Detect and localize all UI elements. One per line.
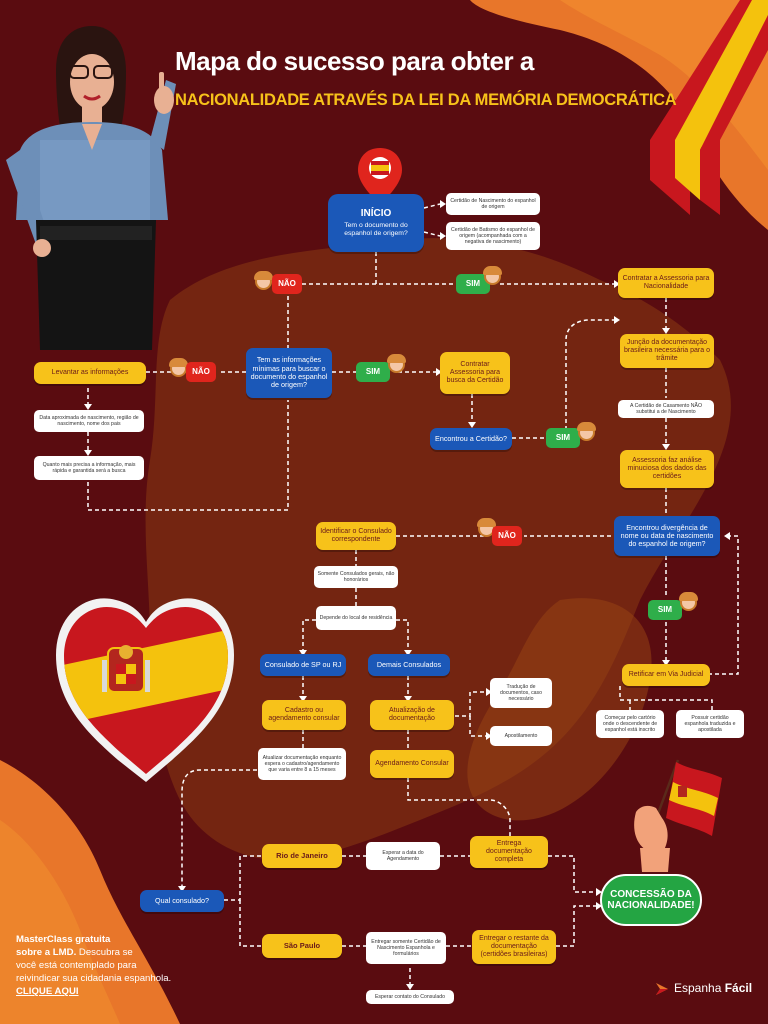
juncao-documentacao-node[interactable]: Junção da documentação brasileira necess…	[620, 334, 714, 368]
quanto-mais-box: Quanto mais precisa a informação, mais r…	[34, 456, 144, 480]
sim-badge-2: SIM	[356, 362, 390, 382]
contratar-assessoria-node[interactable]: Contratar a Assessoria para Nacionalidad…	[618, 268, 714, 298]
assessoria-analise-node[interactable]: Assessoria faz análise minuciosa dos dad…	[620, 450, 714, 488]
atualizacao-node[interactable]: Atualização de documentação	[370, 700, 454, 730]
apostilamento-box: Apostilamento	[490, 726, 552, 746]
brand-logo: Espanha Fácil	[654, 978, 754, 1000]
cadastro-node[interactable]: Cadastro ou agendamento consular	[262, 700, 346, 730]
spain-flag-ribbon	[650, 0, 768, 215]
avatar-sim-3	[577, 422, 596, 441]
concessao-node[interactable]: CONCESSÃO DA NACIONALIDADE!	[600, 874, 702, 926]
nao-badge-3: NÃO	[492, 526, 522, 546]
levantar-info-node[interactable]: Levantar as informações	[34, 362, 146, 384]
nao-badge-2: NÃO	[186, 362, 216, 382]
encontrou-certidao-node[interactable]: Encontrou a Certidão?	[430, 428, 512, 450]
promo-rest-1: Descubra se	[76, 946, 133, 958]
promo-bold-2: sobre a LMD.	[16, 946, 77, 958]
traducao-box: Tradução de documentos, caso necessário	[490, 678, 552, 708]
possuir-certidao-box: Possuir certidão espanhola traduzida e a…	[676, 710, 744, 738]
qual-consulado-node[interactable]: Qual consulado?	[140, 890, 224, 912]
nao-badge-1: NÃO	[272, 274, 302, 294]
entregar-restante-node[interactable]: Entregar o restante da documentação (cer…	[472, 930, 556, 964]
title-line-1: Mapa do sucesso para obter a	[175, 46, 534, 77]
title-line-2: NACIONALIDADE ATRAVÉS DA LEI DA MEMÓRIA …	[175, 90, 677, 109]
promo-line-2: sobre a LMD. Descubra se	[16, 947, 133, 960]
agendamento-consular-node[interactable]: Agendamento Consular	[370, 750, 454, 778]
atualizar-espera-box: Atualizar documentação enquanto espera o…	[258, 748, 346, 780]
casamento-note: A Certidão de Casamento NÃO substitui a …	[618, 400, 714, 418]
inicio-title: INÍCIO	[360, 207, 392, 219]
inicio-question: Tem o documento do espanhol de origem?	[344, 222, 408, 238]
map-pin-icon	[358, 148, 402, 204]
esperar-contato-box: Esperar contato do Consulado	[366, 990, 454, 1004]
promo-rest-3: reivindicar sua cidadania espanhola.	[16, 972, 172, 984]
doc-nascimento-box: Certidão de Nascimento do espanhol de or…	[446, 193, 540, 215]
data-aproximada-box: Data aproximada de nascimento, região de…	[34, 410, 144, 432]
sim-badge-1: SIM	[456, 274, 490, 294]
woman-presenter	[6, 26, 176, 350]
brand-name-bold: Fácil	[724, 981, 753, 996]
consulado-sp-rj-node[interactable]: Consulado de SP ou RJ	[260, 654, 346, 676]
esperar-agendamento-box: Esperar a data do Agendamento	[366, 842, 440, 870]
brand-name-regular: Espanha	[674, 981, 725, 996]
hand-holding-spain-flag	[634, 759, 722, 872]
connector-lines	[87, 203, 739, 988]
promo-bold-1: MasterClass gratuita	[16, 934, 111, 945]
avatar-sim-2	[387, 354, 406, 373]
comecar-cartorio-box: Começar pelo cartório onde o descendente…	[596, 710, 664, 738]
sao-paulo-node[interactable]: São Paulo	[262, 934, 342, 958]
rio-node[interactable]: Rio de Janeiro	[262, 844, 342, 868]
entregar-somente-box: Entregar somente Certidão de Nascimento …	[366, 932, 446, 964]
info-question-node[interactable]: Tem as informações mínimas para buscar o…	[246, 348, 332, 398]
avatar-sim-1	[483, 266, 502, 285]
avatar-nao-2	[169, 358, 188, 377]
inicio-node[interactable]: INÍCIO Tem o documento do espanhol de or…	[328, 194, 424, 252]
entrega-completa-node[interactable]: Entrega documentação completa	[470, 836, 548, 868]
avatar-nao-1	[254, 271, 273, 290]
promo-cta-link[interactable]: CLIQUE AQUI	[16, 985, 79, 997]
demais-consulados-node[interactable]: Demais Consulados	[368, 654, 450, 676]
depende-local-box: Depende do local de residência	[316, 606, 396, 630]
somente-consulados-box: Somente Consulados gerais, não honorário…	[314, 566, 398, 588]
avatar-nao-3	[477, 518, 496, 537]
doc-batismo-box: Certidão de Batismo do espanhol de orige…	[446, 222, 540, 250]
brand-logo-icon	[656, 983, 668, 995]
avatar-sim-4	[679, 592, 698, 611]
promo-rest-2: você está contemplado para	[16, 959, 137, 971]
identificar-consulado-node[interactable]: Identificar o Consulado correspondente	[316, 522, 396, 550]
divergencia-question-node[interactable]: Encontrou divergência de nome ou data de…	[614, 516, 720, 556]
contratar-busca-node[interactable]: Contratar Assessoria para busca da Certi…	[440, 352, 510, 394]
retificar-node[interactable]: Retificar em Via Judicial	[622, 664, 710, 686]
sim-badge-3: SIM	[546, 428, 580, 448]
sim-badge-4: SIM	[648, 600, 682, 620]
masterclass-promo[interactable]: MasterClass gratuita sobre a LMD. Descub…	[16, 934, 216, 1010]
